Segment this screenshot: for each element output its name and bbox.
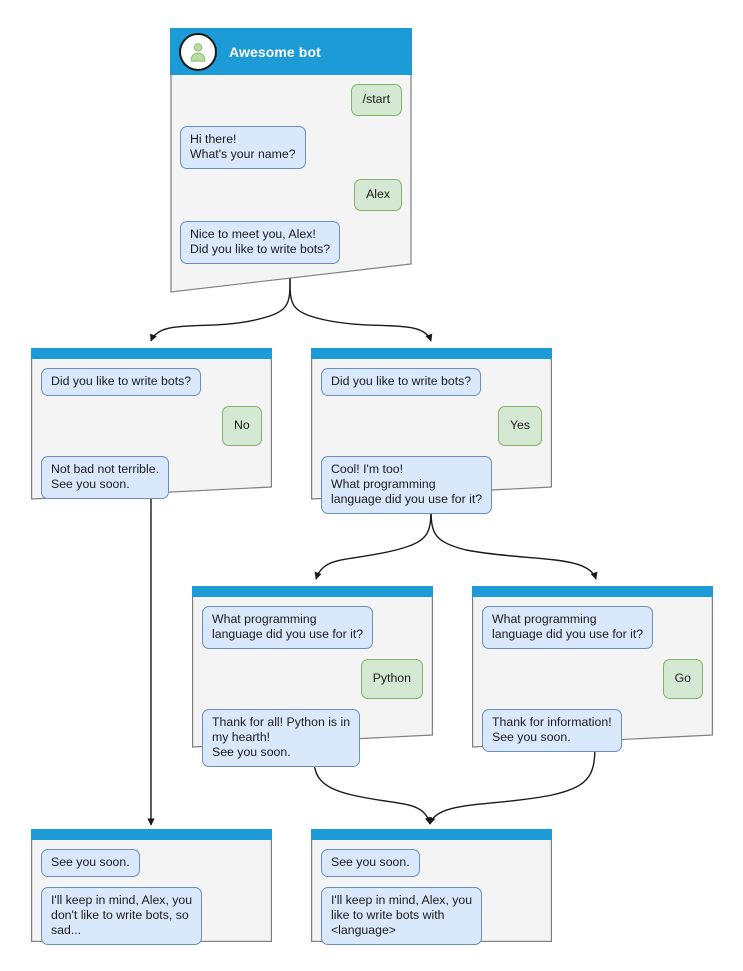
node-answer-no-chat: Did you like to write bots? No Not bad n…	[31, 359, 272, 499]
bot-message-bubble[interactable]: What programming language did you use fo…	[202, 606, 374, 649]
bot-message-bubble[interactable]: Not bad not terrible. See you soon.	[41, 456, 170, 499]
edge-yes-to-go	[430, 502, 598, 580]
bot-message-bubble[interactable]: I'll keep in mind, Alex, you don't like …	[41, 887, 203, 945]
node-answer-no[interactable]: Did you like to write bots? No Not bad n…	[31, 348, 272, 500]
message-row: Did you like to write bots?	[321, 368, 542, 396]
node-start[interactable]: Awesome bot /start Hi there! What's your…	[170, 28, 412, 293]
bot-message-bubble[interactable]: Cool! I'm too! What programming language…	[321, 456, 493, 514]
message-row: Thank for all! Python is in my hearth! S…	[202, 709, 423, 767]
node-end-happy-chat: See you soon. I'll keep in mind, Alex, y…	[311, 840, 552, 945]
message-row: What programming language did you use fo…	[202, 606, 423, 649]
node-start-chat: /start Hi there! What's your name? Alex …	[170, 75, 412, 264]
bot-message-bubble[interactable]: Hi there! What's your name?	[180, 126, 306, 169]
message-row: Did you like to write bots?	[41, 368, 262, 396]
message-row: Alex	[180, 179, 402, 211]
user-message-bubble[interactable]: Yes	[497, 406, 542, 446]
node-language-go[interactable]: What programming language did you use fo…	[472, 586, 713, 752]
message-row: I'll keep in mind, Alex, you like to wri…	[321, 887, 542, 945]
message-row: See you soon.	[321, 849, 542, 877]
node-end-sad-header	[31, 829, 272, 840]
node-language-go-chat: What programming language did you use fo…	[472, 597, 713, 752]
node-end-sad-chat: See you soon. I'll keep in mind, Alex, y…	[31, 840, 272, 945]
user-message-bubble[interactable]: Alex	[354, 179, 402, 211]
message-row: Not bad not terrible. See you soon.	[41, 456, 262, 499]
bot-message-bubble[interactable]: What programming language did you use fo…	[482, 606, 654, 649]
user-message-bubble[interactable]: No	[222, 406, 262, 446]
node-answer-no-header	[31, 348, 272, 359]
node-end-sad[interactable]: See you soon. I'll keep in mind, Alex, y…	[31, 829, 272, 945]
node-language-python-header	[192, 586, 433, 597]
user-message-bubble[interactable]: Go	[662, 659, 703, 699]
node-start-header: Awesome bot	[170, 28, 412, 75]
message-row: Python	[202, 659, 423, 699]
node-language-go-header	[472, 586, 713, 597]
bot-message-bubble[interactable]: Did you like to write bots?	[41, 368, 202, 396]
edge-yes-to-python	[314, 502, 432, 580]
bot-message-bubble[interactable]: See you soon.	[41, 849, 140, 877]
node-language-python[interactable]: What programming language did you use fo…	[192, 586, 433, 767]
message-row: I'll keep in mind, Alex, you don't like …	[41, 887, 262, 945]
bot-message-bubble[interactable]: I'll keep in mind, Alex, you like to wri…	[321, 887, 483, 945]
message-row: Yes	[321, 406, 542, 446]
bot-message-bubble[interactable]: Nice to meet you, Alex! Did you like to …	[180, 221, 341, 264]
bot-message-bubble[interactable]: Thank for all! Python is in my hearth! S…	[202, 709, 361, 767]
bot-message-bubble[interactable]: See you soon.	[321, 849, 420, 877]
message-row: Hi there! What's your name?	[180, 126, 402, 169]
node-answer-yes-header	[311, 348, 552, 359]
bot-message-bubble[interactable]: Thank for information! See you soon.	[482, 709, 622, 752]
message-row: /start	[180, 84, 402, 116]
message-row: Nice to meet you, Alex! Did you like to …	[180, 221, 402, 264]
person-avatar-icon	[179, 32, 217, 71]
message-row: No	[41, 406, 262, 446]
node-language-python-chat: What programming language did you use fo…	[192, 597, 433, 767]
bot-title: Awesome bot	[229, 43, 321, 60]
node-end-happy-header	[311, 829, 552, 840]
message-row: See you soon.	[41, 849, 262, 877]
message-row: What programming language did you use fo…	[482, 606, 703, 649]
node-answer-yes-chat: Did you like to write bots? Yes Cool! I'…	[311, 359, 552, 514]
bot-message-bubble[interactable]: Did you like to write bots?	[321, 368, 482, 396]
message-row: Go	[482, 659, 703, 699]
edge-go-to-end-happy	[428, 741, 596, 825]
message-row: Thank for information! See you soon.	[482, 709, 703, 752]
node-answer-yes[interactable]: Did you like to write bots? Yes Cool! I'…	[311, 348, 552, 514]
node-end-happy[interactable]: See you soon. I'll keep in mind, Alex, y…	[311, 829, 552, 945]
user-message-bubble[interactable]: Python	[360, 659, 423, 699]
message-row: Cool! I'm too! What programming language…	[321, 456, 542, 514]
user-message-bubble[interactable]: /start	[350, 84, 402, 116]
